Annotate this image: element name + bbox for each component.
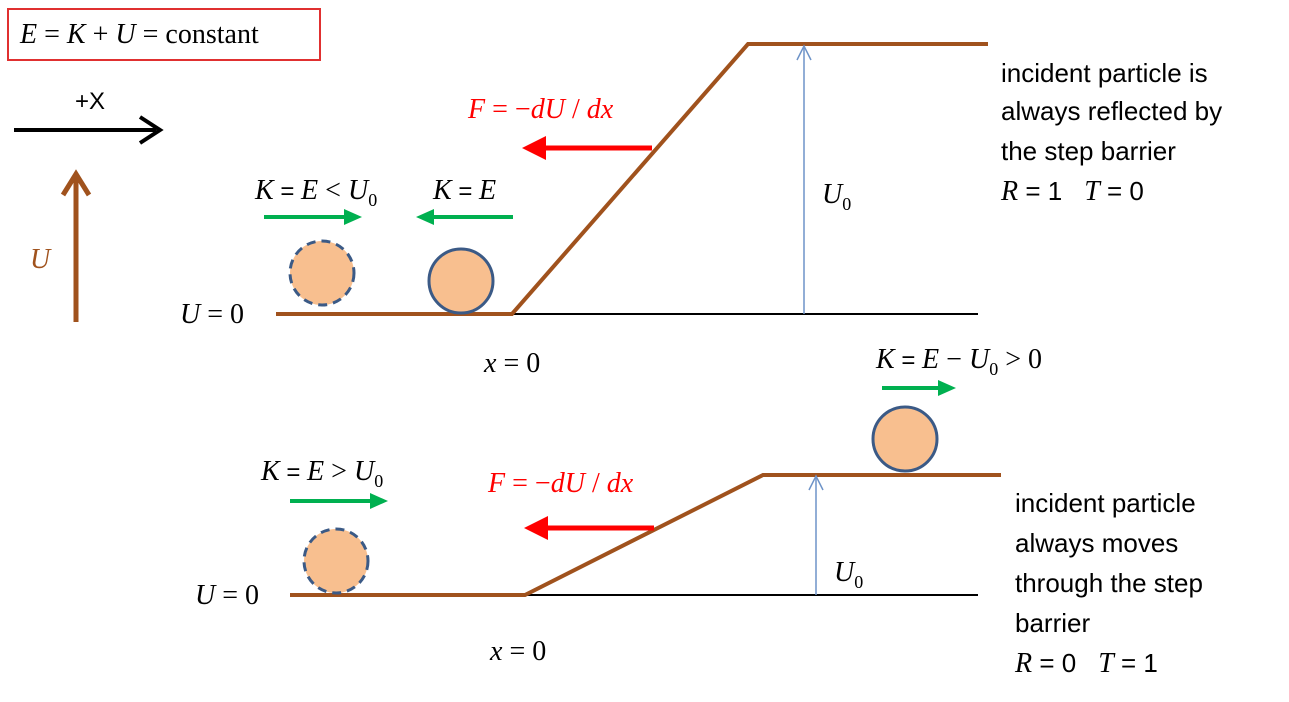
top-description-line-1: incident particle is [1001, 58, 1208, 88]
bottom-description-line-1: incident particle [1015, 488, 1196, 518]
top-description-line-3: the step barrier [1001, 136, 1176, 166]
top-reflected-particle [427, 247, 495, 315]
top-u-zero-label: U = 0 [180, 299, 244, 330]
top-x-zero-label: x = 0 [483, 348, 540, 379]
bottom-incoming-velocity-head [370, 493, 388, 509]
bottom-description-line-3: through the step [1015, 568, 1203, 598]
x-direction-indicator: +X [14, 88, 164, 145]
bottom-description-line-4: barrier [1015, 608, 1090, 638]
top-reflected-label: K = E [432, 175, 496, 206]
top-incoming-velocity-head [344, 209, 362, 225]
bottom-incoming-label: K = E > U0 [260, 456, 383, 491]
bottom-diagram: U0 U = 0 x = 0 F = −dU / dx K = E > U0 K… [195, 344, 1203, 679]
bottom-u-zero-label: U = 0 [195, 580, 259, 611]
u-arrow-head [60, 169, 92, 197]
x-axis-label: +X [75, 88, 105, 115]
bottom-description-line-2: always moves [1015, 528, 1178, 558]
bottom-force-arrow-head [524, 516, 548, 540]
bottom-force-label: F = −dU / dx [487, 468, 634, 499]
top-potential-profile [276, 42, 988, 316]
energy-equation: E = K + U = constant [19, 19, 259, 50]
top-force-arrow-head [522, 136, 546, 160]
top-incoming-particle [288, 239, 356, 307]
top-description-line-2: always reflected by [1001, 96, 1222, 126]
top-force-label: F = −dU / dx [467, 94, 614, 125]
bottom-transmitted-particle [871, 405, 939, 473]
top-incoming-label: K = E < U0 [254, 175, 377, 210]
u-axis-label: U [30, 244, 52, 275]
bottom-transmitted-velocity-head [938, 380, 956, 396]
bottom-u0-label: U0 [834, 557, 863, 592]
bottom-incoming-particle [302, 527, 370, 595]
energy-equation-box: E = K + U = constant [7, 8, 321, 61]
x-arrow-head [138, 115, 164, 145]
top-diagram: U0 U = 0 x = 0 F = −dU / dx K = E < U0 K… [180, 42, 1222, 379]
u-direction-indicator: U [30, 169, 92, 322]
top-reflected-velocity-head [416, 209, 434, 225]
bottom-potential-profile [290, 473, 1001, 597]
top-u0-label: U0 [822, 179, 851, 214]
bottom-x-zero-label: x = 0 [489, 636, 546, 667]
bottom-u0-arrow-head [808, 474, 824, 491]
bottom-transmitted-label: K = E − U0 > 0 [875, 344, 1042, 379]
top-u0-arrow-head [796, 44, 812, 61]
